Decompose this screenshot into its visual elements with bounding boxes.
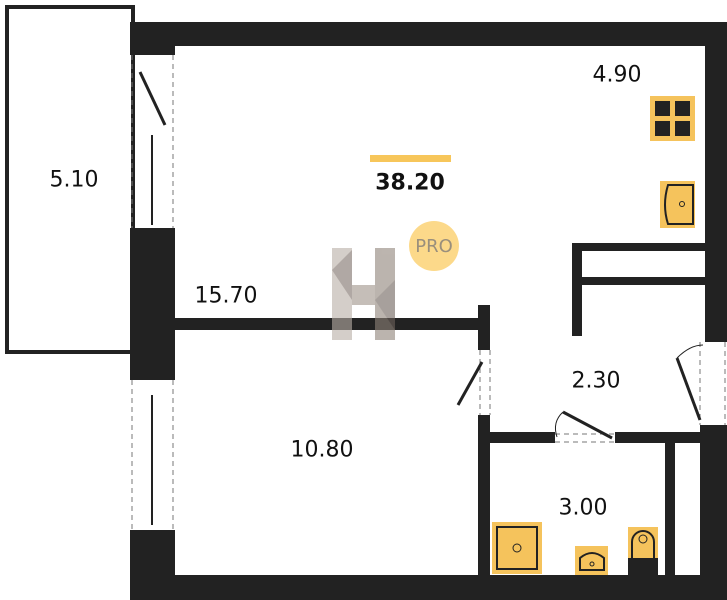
kitchen-area-label: 4.90 xyxy=(592,62,642,88)
hall-area-label: 2.30 xyxy=(571,368,621,394)
doors xyxy=(138,71,704,525)
pro-badge: PRO xyxy=(409,221,459,271)
balcony-outline xyxy=(5,5,135,354)
kitchen-sink-icon xyxy=(660,181,695,228)
watermark-logo xyxy=(332,248,395,340)
total-area-label: 38.20 xyxy=(375,170,445,196)
toilet-icon xyxy=(628,527,658,575)
bedroom-area-label: 10.80 xyxy=(290,437,354,463)
washbasin-icon xyxy=(575,546,608,575)
balcony-area-label: 5.10 xyxy=(49,167,99,193)
shower-icon xyxy=(492,522,542,574)
walls xyxy=(130,22,727,600)
windows xyxy=(131,55,726,530)
total-area-bar xyxy=(370,155,451,162)
stove-icon xyxy=(650,96,695,141)
living-area-label: 15.70 xyxy=(194,283,258,309)
bathroom-area-label: 3.00 xyxy=(558,495,608,521)
